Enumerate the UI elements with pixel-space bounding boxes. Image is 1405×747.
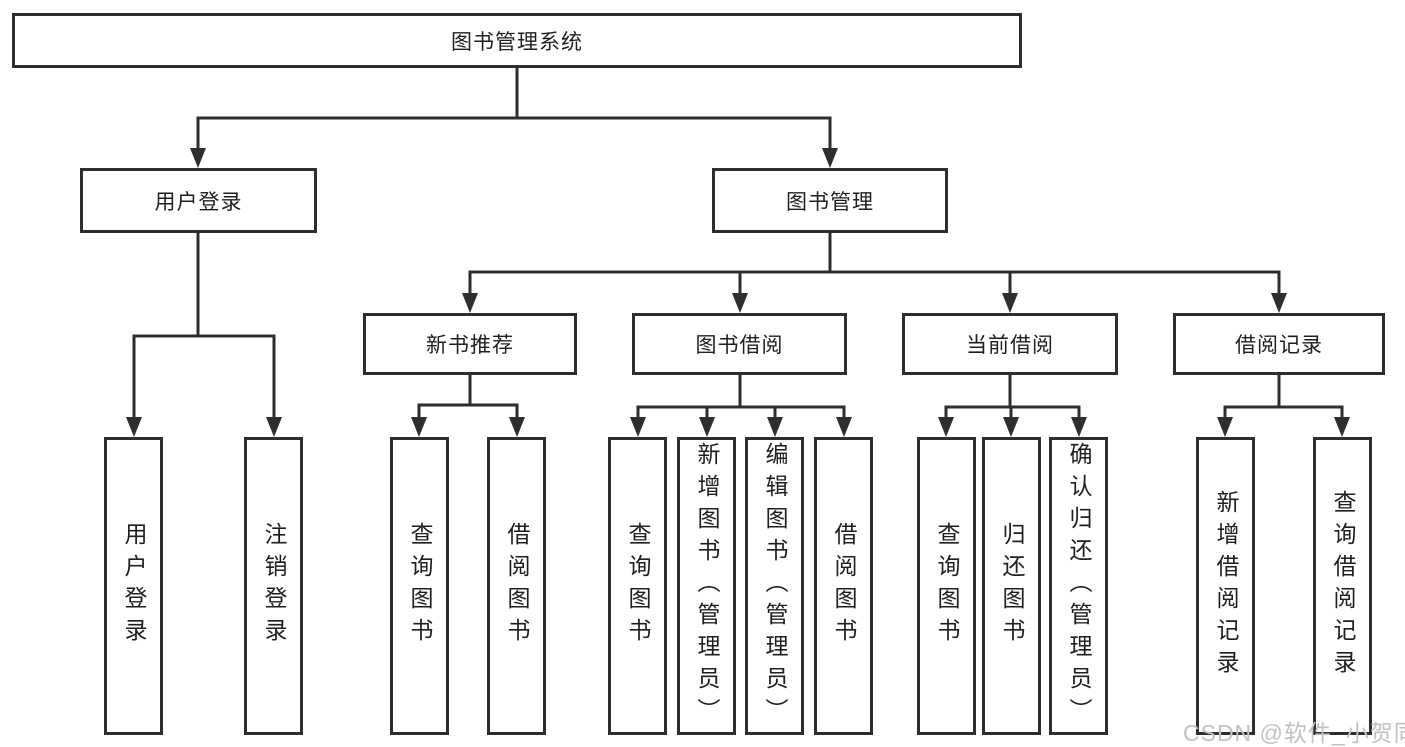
connector-line [944,373,1081,423]
connector-book-mgmt-to-level3 [462,231,1287,313]
arrowhead [266,417,282,437]
connector-line [636,373,846,423]
node-book-mgmt: 图书管理 [712,168,948,233]
leaf-add-borrow-record: 新增借阅记录 [1196,437,1255,735]
connector-line [1223,373,1344,423]
node-root: 图书管理系统 [12,13,1022,68]
node-user-login: 用户登录 [80,168,317,233]
arrowhead [836,417,852,437]
arrowhead [126,417,142,437]
connector-book-borrow-to-leaves [630,373,852,437]
arrowhead [938,417,954,437]
leaf-user-login: 用户登录 [104,437,163,735]
node-new-book-rec: 新书推荐 [363,313,577,375]
connector-line [468,231,1281,299]
leaf-borrow-books-1: 借阅图书 [487,437,546,735]
leaf-borrow-books-2: 借阅图书 [814,437,873,735]
leaf-logout: 注销登录 [244,437,303,735]
connector-line [132,231,276,423]
node-borrow-records: 借阅记录 [1173,313,1385,375]
node-current-borrow: 当前借阅 [902,313,1118,375]
arrowhead [1271,293,1287,313]
arrowhead [462,293,478,313]
arrowhead [190,148,206,168]
arrowhead [509,417,525,437]
arrowhead [1002,293,1018,313]
connector-borrow-records-to-leaves [1217,373,1350,437]
arrowhead [699,417,715,437]
arrowhead [822,148,838,168]
node-book-borrow: 图书借阅 [632,313,847,375]
connector-current-borrow-to-leaves [938,373,1087,437]
leaf-edit-books: 编辑图书（管理员） [745,437,804,735]
connector-root-to-level2 [190,66,838,168]
connector-user-login-to-leaves [126,231,282,437]
connector-line [417,373,519,423]
leaf-query-books-2: 查询图书 [608,437,667,735]
leaf-query-borrow-record: 查询借阅记录 [1313,437,1372,735]
csdn-watermark: CSDN @软件_小贺同学 [1183,720,1405,746]
leaf-confirm-return: 确认归还（管理员） [1049,437,1108,735]
arrowhead [1003,417,1019,437]
arrowhead [1071,417,1087,437]
arrowhead [411,417,427,437]
leaf-return-books: 归还图书 [982,437,1041,735]
leaf-add-books: 新增图书（管理员） [677,437,736,735]
connector-line [196,66,832,154]
arrowhead [1217,417,1233,437]
leaf-query-books-1: 查询图书 [390,437,449,735]
arrowhead [630,417,646,437]
arrowhead [732,293,748,313]
arrowhead [1334,417,1350,437]
arrowhead [767,417,783,437]
leaf-query-books-3: 查询图书 [917,437,976,735]
connector-new-book-rec-to-leaves [411,373,525,437]
